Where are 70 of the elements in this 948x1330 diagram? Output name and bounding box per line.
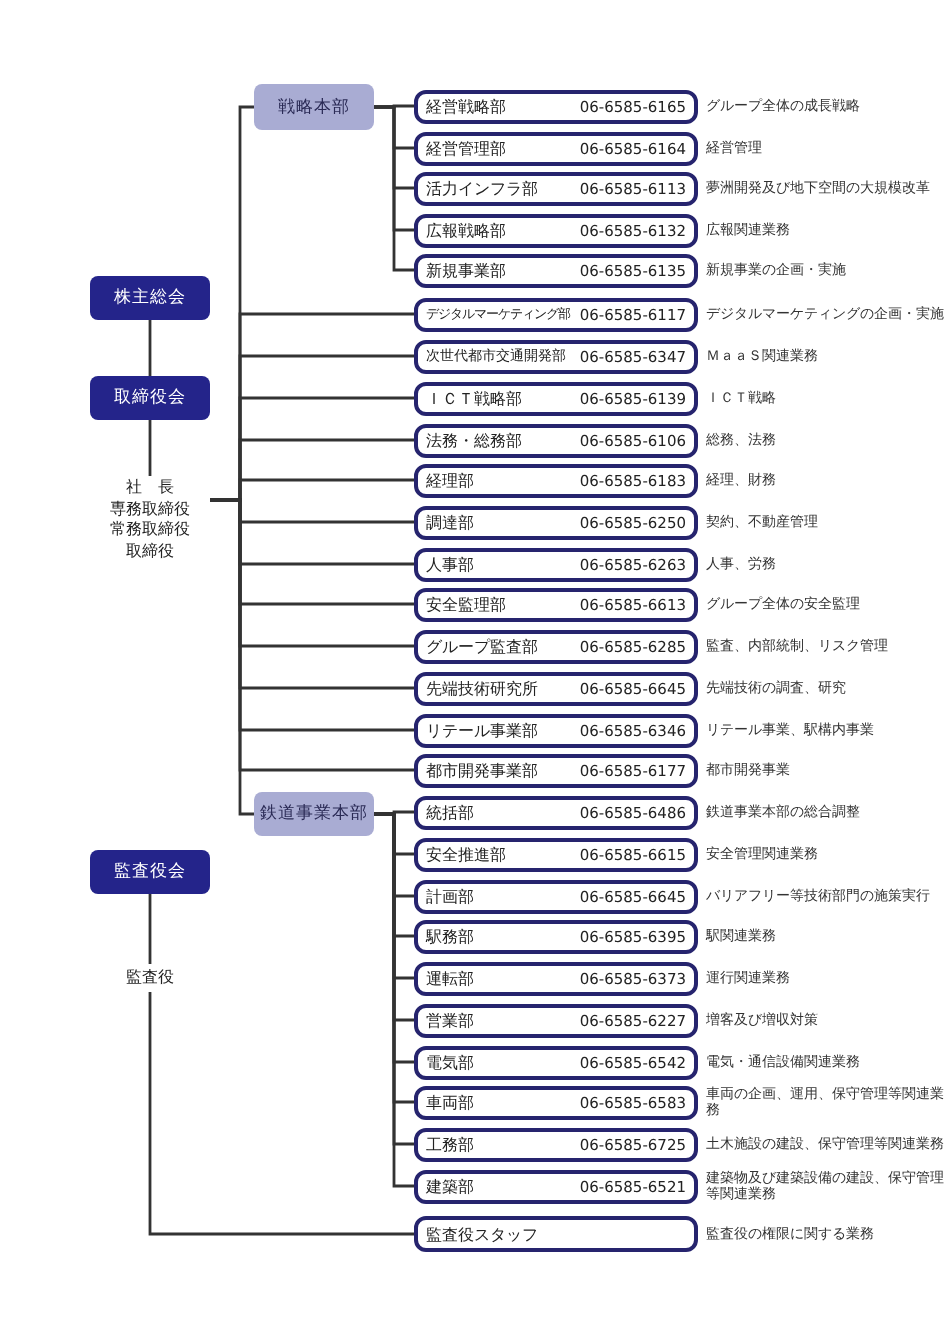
- department-box: [414, 463, 698, 497]
- department-box: [414, 1003, 698, 1037]
- department-name: リテール事業部: [426, 719, 538, 741]
- department-box: [414, 381, 698, 415]
- department-name: 電気部: [426, 1051, 474, 1073]
- department-box: [414, 297, 698, 331]
- organization-box: 株主総会: [90, 276, 210, 320]
- department-box: [414, 629, 698, 663]
- department-name: 建築部: [426, 1175, 474, 1197]
- department-name: 駅務部: [426, 925, 474, 947]
- connector-line: [148, 894, 152, 964]
- department-box: [414, 339, 698, 373]
- connector-line: [148, 420, 152, 476]
- department-box: [414, 213, 698, 247]
- department-name: 広報戦略部: [426, 219, 506, 241]
- department-box: [414, 837, 698, 871]
- department-name: グループ監査部: [426, 635, 538, 657]
- department-name: 経営戦略部: [426, 95, 506, 117]
- department-name: 新規事業部: [426, 259, 506, 281]
- department-name: 法務・総務部: [426, 429, 522, 451]
- title-text: 社 長: [126, 478, 174, 499]
- department-box: [414, 713, 698, 747]
- department-name: 監査役スタッフ: [426, 1223, 538, 1245]
- department-name: 人事部: [426, 553, 474, 575]
- department-name: 車両部: [426, 1091, 474, 1113]
- title-text: 監査役: [100, 964, 200, 992]
- department-box: [414, 131, 698, 165]
- department-name: 経理部: [426, 469, 474, 491]
- department-name: 安全推進部: [426, 843, 506, 865]
- department-name: 営業部: [426, 1009, 474, 1031]
- department-box: [414, 1127, 698, 1161]
- department-name: ＩＣＴ戦略部: [426, 387, 522, 409]
- connector-line: [148, 992, 414, 1236]
- headquarters-box: 戦略本部: [254, 84, 374, 130]
- title-text: 専務取締役: [110, 499, 190, 520]
- department-box: [414, 1169, 698, 1203]
- department-box: [414, 253, 698, 287]
- department-box: [414, 671, 698, 705]
- department-box: [414, 1045, 698, 1079]
- headquarters-box: 鉄道事業本部: [254, 792, 374, 836]
- department-box: [414, 1216, 698, 1252]
- department-name: 運転部: [426, 967, 474, 989]
- department-name: 経営管理部: [426, 137, 506, 159]
- connector-line: [210, 498, 254, 816]
- department-box: [414, 171, 698, 205]
- department-box: [414, 547, 698, 581]
- department-name: 安全監理部: [426, 593, 506, 615]
- connector-line: [148, 320, 152, 376]
- title-text: 常務取締役: [110, 520, 190, 541]
- organization-box: 取締役会: [90, 376, 210, 420]
- department-box: [414, 1085, 698, 1119]
- department-box: [414, 961, 698, 995]
- department-name: 統括部: [426, 801, 474, 823]
- department-name: 工務部: [426, 1133, 474, 1155]
- department-name: 都市開発事業部: [426, 759, 538, 781]
- department-box: [414, 505, 698, 539]
- department-box: [414, 89, 698, 123]
- department-box: [414, 587, 698, 621]
- department-box: [414, 879, 698, 913]
- title-text: 取締役: [126, 541, 174, 562]
- department-name: 先端技術研究所: [426, 677, 538, 699]
- connector-line: [374, 105, 414, 272]
- department-name: 計画部: [426, 885, 474, 907]
- department-box: [414, 795, 698, 829]
- department-name: 活力インフラ部: [426, 177, 538, 199]
- department-name: 調達部: [426, 511, 474, 533]
- department-box: [414, 753, 698, 787]
- organization-box: 監査役会: [90, 850, 210, 894]
- department-box: [414, 423, 698, 457]
- department-box: [414, 919, 698, 953]
